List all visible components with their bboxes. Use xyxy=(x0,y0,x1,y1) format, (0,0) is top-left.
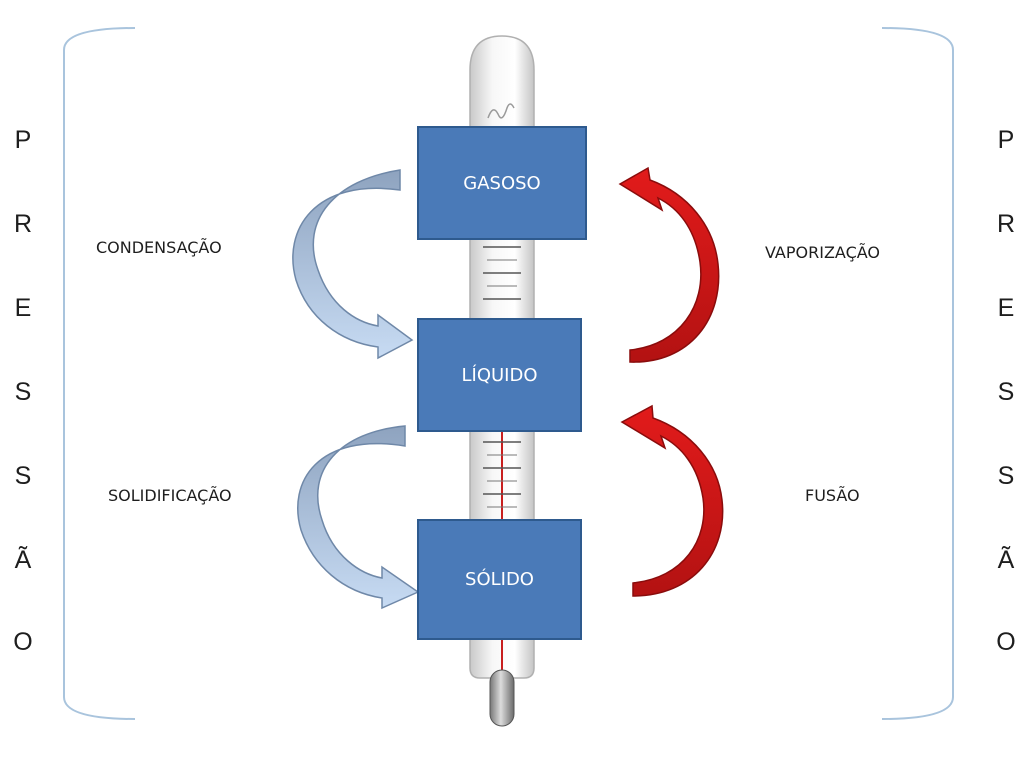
left-bracket xyxy=(63,27,136,720)
fusion-label: FUSÃO xyxy=(805,486,860,505)
pressure-letter: S xyxy=(997,378,1015,406)
pressure-letter: Ã xyxy=(997,546,1015,574)
vaporization-arrow xyxy=(618,166,720,363)
solidification-arrow xyxy=(297,425,420,610)
phase-box-gas: GASOSO xyxy=(417,126,587,240)
pressure-letter: E xyxy=(14,294,32,322)
phase-label-gas: GASOSO xyxy=(463,172,541,194)
phase-label-liquid: LÍQUIDO xyxy=(461,364,538,386)
pressure-letter: E xyxy=(997,294,1015,322)
condensation-arrow xyxy=(292,169,414,360)
condensation-label: CONDENSAÇÃO xyxy=(96,238,222,257)
pressure-letter: S xyxy=(14,378,32,406)
pressure-letter: O xyxy=(13,628,33,656)
pressure-letter: Ã xyxy=(14,546,32,574)
solidification-label: SOLIDIFICAÇÃO xyxy=(108,486,232,505)
pressure-letter: P xyxy=(997,126,1015,154)
pressure-letter: R xyxy=(996,210,1016,238)
fusion-arrow xyxy=(620,404,724,597)
pressure-letter: S xyxy=(14,462,32,490)
pressure-letter: S xyxy=(997,462,1015,490)
pressure-letter: R xyxy=(13,210,33,238)
phase-box-liquid: LÍQUIDO xyxy=(417,318,582,432)
phase-label-solid: SÓLIDO xyxy=(465,569,534,590)
thermometer-bulb xyxy=(489,669,515,727)
pressure-letter: O xyxy=(996,628,1016,656)
phase-box-solid: SÓLIDO xyxy=(417,519,582,640)
pressure-letter: P xyxy=(14,126,32,154)
vaporization-label: VAPORIZAÇÃO xyxy=(765,243,880,262)
right-bracket xyxy=(881,27,954,720)
